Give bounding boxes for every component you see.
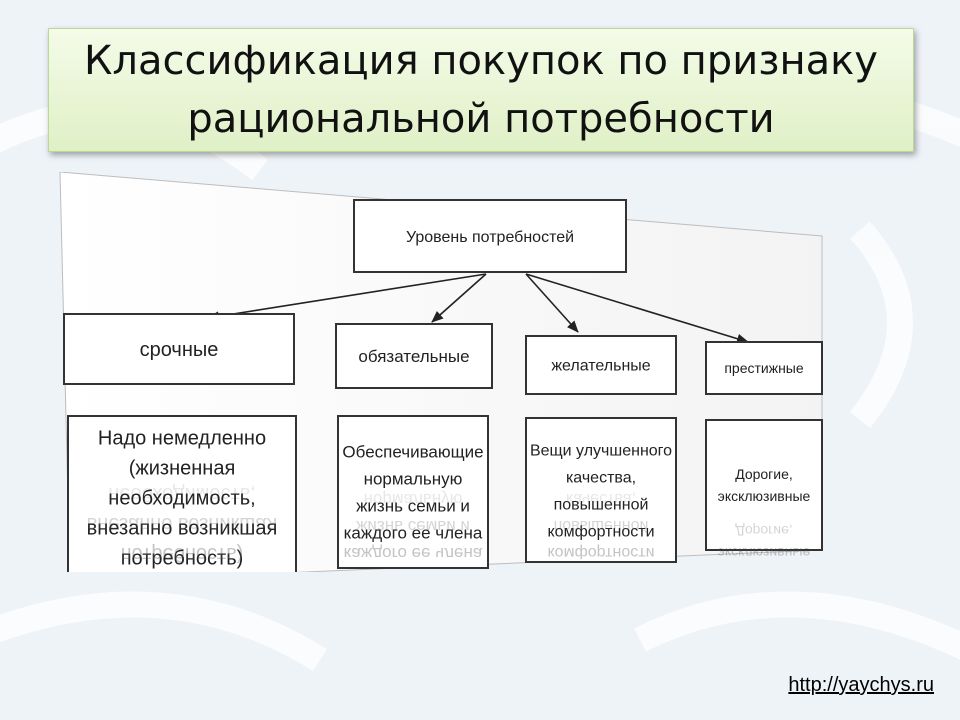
category-label-3: желательные — [551, 358, 650, 375]
description-line: жизнь семьи и — [356, 496, 470, 515]
description-line: качества, — [566, 469, 636, 486]
description-line: комфортности — [547, 523, 654, 540]
arrow-2 — [431, 273, 487, 323]
reflection-line: жизнь семьи и — [356, 517, 470, 536]
reflection-line: нормальную — [364, 490, 463, 509]
reflection-line: внезапно возникшая — [87, 513, 278, 535]
description-line: каждого ее члена — [344, 523, 483, 542]
description-line: Обеспечивающие — [342, 442, 483, 461]
root-label: Уровень потребностей — [406, 229, 574, 246]
slide-title: Классификация покупок по признаку рацион… — [84, 38, 878, 142]
category-label-4: престижные — [724, 360, 804, 376]
category-box-2 — [335, 323, 493, 389]
description-line: эксклюзивные — [718, 488, 811, 504]
reflection-line: необходимость, — [108, 483, 255, 505]
reflection-line: повышенной — [554, 517, 649, 534]
description-line: потребность) — [121, 548, 244, 570]
category-label-1: срочные — [140, 339, 219, 361]
diagram-reflection: потребность) внезапно возникшая необходимо… — [87, 483, 811, 565]
hierarchy-diagram: Уровень потребностей срочные обязательные… — [59, 172, 823, 572]
root-box — [353, 199, 627, 273]
description-line: нормальную — [364, 469, 463, 488]
category-box-3 — [525, 335, 677, 395]
description-line: Вещи улучшенного — [530, 442, 672, 459]
category-label-2: обязательные — [358, 347, 469, 366]
description-box-4 — [705, 419, 823, 551]
description-line: повышенной — [554, 496, 649, 513]
description-line: необходимость, — [108, 488, 255, 510]
description-box-3 — [525, 417, 677, 563]
description-line: Дорогие, — [735, 466, 793, 482]
arrow-4 — [525, 273, 749, 344]
description-box-2 — [337, 415, 489, 569]
description-line: Надо немедленно — [98, 428, 266, 450]
category-box-1 — [63, 313, 295, 385]
reflection-line: эксклюзивные — [718, 545, 811, 561]
category-box-4 — [705, 341, 823, 395]
title-box: Классификация покупок по признаку рацион… — [48, 28, 914, 152]
reflection-line: Дорогие, — [735, 523, 793, 539]
site-link[interactable]: http://yaychys.ru — [788, 674, 934, 696]
arrow-3 — [525, 273, 579, 333]
reflection-line: качества, — [566, 490, 636, 507]
description-line: внезапно возникшая — [87, 518, 278, 540]
arrow-1 — [207, 273, 487, 322]
reflection-line: комфортности — [547, 544, 654, 561]
description-line: (жизненная — [129, 458, 236, 480]
reflection-line: каждого ее члена — [344, 544, 483, 563]
description-box-1 — [67, 415, 297, 572]
reflection-line: потребность) — [121, 543, 244, 565]
